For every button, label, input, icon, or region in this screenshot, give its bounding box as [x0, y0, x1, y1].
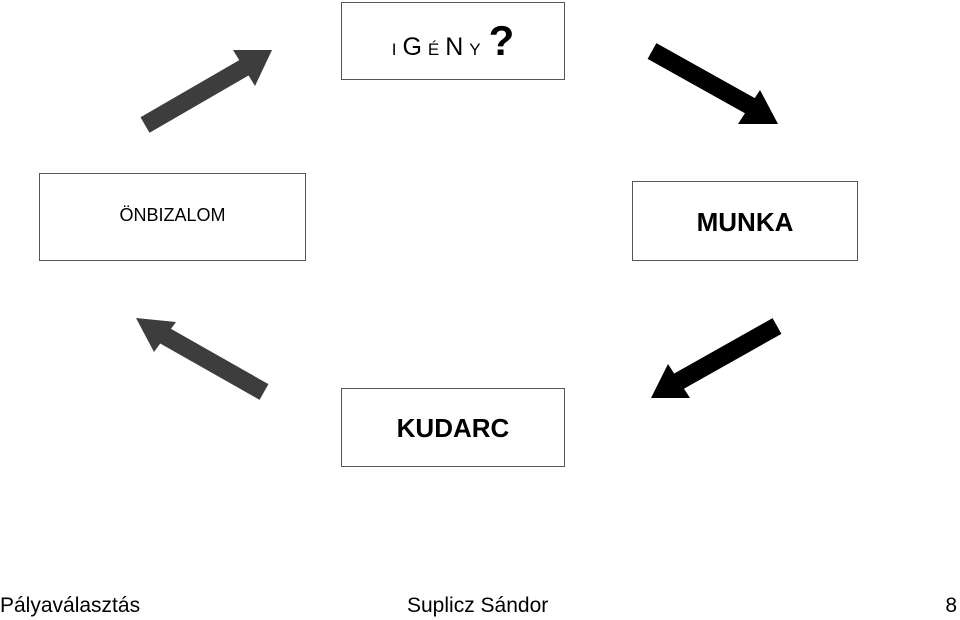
arrow-down-left-icon: [651, 318, 782, 398]
igeny-letter: Y: [469, 40, 481, 59]
munka-box: MUNKA: [632, 181, 858, 261]
arrow-up-left-icon: [136, 318, 269, 400]
footer-author: Suplicz Sándor: [407, 594, 549, 617]
footer-page-number: 8: [945, 594, 957, 617]
onbizalom-box: ÖNBIZALOM: [39, 173, 306, 261]
igeny-letter: I: [391, 40, 397, 59]
igeny-label: I G É N Y ?: [392, 17, 515, 65]
igeny-box: I G É N Y ?: [341, 2, 565, 80]
kudarc-label: KUDARC: [396, 413, 510, 443]
igeny-letter: N: [445, 33, 464, 61]
kudarc-box: KUDARC: [341, 388, 565, 467]
igeny-question-mark: ?: [488, 17, 515, 64]
arrow-up-right-icon: [140, 50, 272, 133]
footer-course-title: Pályaválasztás: [0, 594, 141, 617]
igeny-letter: É: [427, 40, 440, 59]
onbizalom-label: ÖNBIZALOM: [119, 204, 226, 225]
arrow-down-right-icon: [647, 43, 778, 124]
igeny-letter: G: [402, 33, 422, 61]
munka-label: MUNKA: [696, 206, 794, 237]
